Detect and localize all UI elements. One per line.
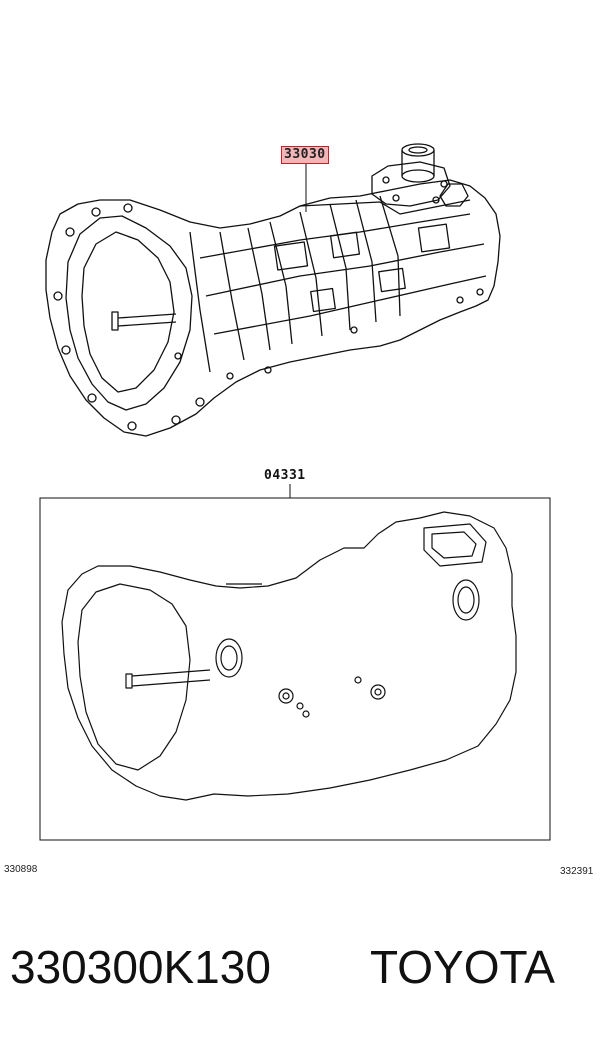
callout-33030[interactable]: 33030 (281, 146, 329, 164)
brand-name: TOYOTA (370, 941, 555, 993)
reference-code-left: 330898 (4, 864, 38, 875)
callout-04331[interactable]: 04331 (264, 468, 306, 483)
footer: 330300K130 TOYOTA (0, 940, 600, 1010)
transmission-assembly-drawing (45, 143, 501, 437)
gasket-kit-frame (39, 497, 551, 841)
gasket-kit-drawing (61, 511, 517, 801)
reference-code-right: 332391 (560, 866, 594, 877)
part-number: 330300K130 (10, 941, 271, 993)
